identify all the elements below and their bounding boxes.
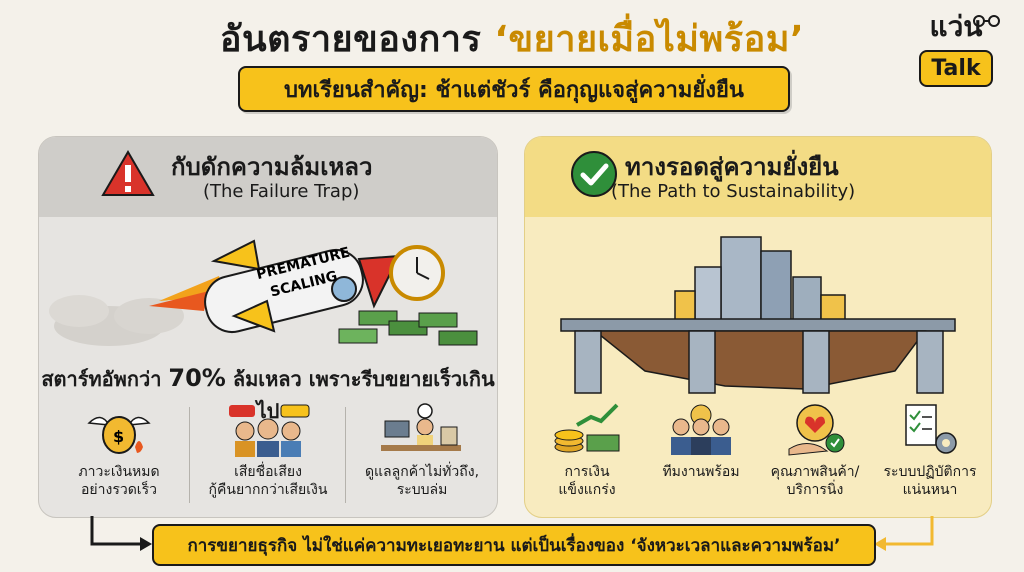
logo-brand: แว่น bbox=[929, 10, 983, 43]
title-accent: ‘ขยายเมื่อไม่พร้อม’ bbox=[494, 19, 805, 60]
svg-text:$: $ bbox=[113, 427, 124, 446]
item-line-1: ทีมงานพร้อม bbox=[662, 464, 740, 480]
item-line-1: ดูแลลูกค้าไม่ทั่วถึง, bbox=[364, 464, 480, 480]
item-line-2: แน่นหนา bbox=[902, 482, 958, 498]
item-line-1: คุณภาพสินค้า/ bbox=[770, 464, 860, 480]
item-line-2: ระบบล่ม bbox=[396, 482, 448, 498]
rocket-crash-illustration: PREMATURE SCALING bbox=[49, 239, 478, 346]
coins-growth-icon bbox=[554, 403, 620, 453]
sustainability-item-finance: การเงิน แข็งแกร่ง bbox=[531, 401, 643, 499]
failure-trap-panel: กับดักความล้มเหลว (The Failure Trap) PRE… bbox=[38, 136, 498, 518]
item-line-2: บริการนิ่ง bbox=[786, 482, 844, 498]
checkmark-icon bbox=[571, 151, 617, 197]
right-arrow-icon bbox=[886, 516, 934, 546]
item-line-1: เสียชื่อเสียง bbox=[234, 464, 302, 480]
sustainability-title: ทางรอดสู่ความยั่งยืน bbox=[625, 153, 839, 181]
cash-stack-icon bbox=[358, 310, 398, 326]
stat-prefix: สตาร์ทอัพกว่า bbox=[41, 367, 162, 391]
failure-item-reputation: เสียชื่อเสียง กู้คืนยากกว่าเสียเงิน bbox=[195, 401, 341, 499]
conclusion-banner: การขยายธุรกิจ ไม่ใช่แค่ความทะเยอทะยาน แต… bbox=[152, 524, 876, 566]
sustainability-subtitle: (The Path to Sustainability) bbox=[611, 181, 856, 202]
subtitle-text: บทเรียนสำคัญ: ช้าแต่ชัวร์ คือกุญแจสู่ควา… bbox=[284, 77, 744, 103]
item-line-2: กู้คืนยากกว่าเสียเงิน bbox=[208, 482, 328, 498]
divider bbox=[345, 407, 346, 503]
failure-subtitle: (The Failure Trap) bbox=[203, 181, 360, 202]
angry-customers-icon bbox=[229, 404, 310, 457]
failure-panel-header: กับดักความล้มเหลว (The Failure Trap) bbox=[39, 137, 497, 217]
money-bag-wings-icon: $ bbox=[87, 416, 151, 454]
item-line-1: การเงิน bbox=[564, 464, 610, 480]
conclusion-text: การขยายธุรกิจ ไม่ใช่แค่ความทะเยอทะยาน แต… bbox=[187, 535, 841, 556]
warning-icon bbox=[101, 150, 155, 196]
checklist-gear-icon bbox=[905, 404, 957, 454]
failure-item-cash: $ ภาวะเงินหมด อย่างรวดเร็ว bbox=[49, 401, 189, 499]
quality-heart-icon bbox=[788, 404, 845, 456]
divider bbox=[189, 407, 190, 503]
sustainability-item-quality: คุณภาพสินค้า/ บริการนิ่ง bbox=[759, 401, 871, 499]
title-main: อันตรายของการ bbox=[219, 19, 482, 60]
logo-tag: Talk bbox=[919, 50, 993, 87]
stat-value: 70% bbox=[168, 364, 226, 392]
sustainability-item-operations: ระบบปฏิบัติการ แน่นหนา bbox=[873, 401, 987, 499]
item-line-1: ภาวะเงินหมด bbox=[78, 464, 160, 480]
page-title: อันตรายของการ ‘ขยายเมื่อไม่พร้อม’ bbox=[0, 10, 1024, 67]
team-icon bbox=[671, 404, 731, 455]
subtitle-banner: บทเรียนสำคัญ: ช้าแต่ชัวร์ คือกุญแจสู่ควา… bbox=[238, 66, 790, 112]
brand-logo: แว่น Talk bbox=[910, 10, 1002, 100]
item-line-2: แข็งแกร่ง bbox=[558, 482, 616, 498]
left-arrow-icon bbox=[90, 516, 140, 546]
glasses-icon bbox=[973, 15, 1000, 27]
city-on-pillars-illustration bbox=[560, 236, 956, 394]
item-line-1: ระบบปฏิบัติการ bbox=[883, 464, 977, 480]
stat-suffix: ล้มเหลว เพราะรีบขยายเร็วเกินไป bbox=[232, 367, 495, 423]
sustainability-panel-header: ทางรอดสู่ความยั่งยืน (The Path to Sustai… bbox=[525, 137, 991, 217]
sustainability-panel: ทางรอดสู่ความยั่งยืน (The Path to Sustai… bbox=[524, 136, 992, 518]
stressed-desk-icon bbox=[381, 403, 461, 451]
failure-item-operations: ดูแลลูกค้าไม่ทั่วถึง, ระบบล่ม bbox=[349, 401, 495, 499]
failure-title: กับดักความล้มเหลว bbox=[171, 153, 373, 181]
failure-statistic: สตาร์ทอัพกว่า 70% ล้มเหลว เพราะรีบขยายเร… bbox=[39, 363, 497, 427]
item-line-2: อย่างรวดเร็ว bbox=[81, 482, 157, 498]
sustainability-item-team: ทีมงานพร้อม bbox=[645, 401, 757, 481]
